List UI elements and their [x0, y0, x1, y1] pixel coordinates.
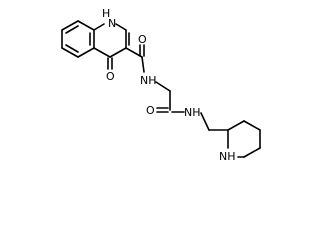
ketone-o-label: O: [106, 70, 115, 83]
structure-canvas: H N O O NH O NH NH: [61, 7, 261, 163]
bond: [115, 23, 127, 31]
amide1-nh-label: NH: [140, 74, 157, 87]
bond: [227, 120, 245, 131]
bond: [65, 44, 79, 53]
bond: [93, 23, 105, 31]
bond: [200, 112, 210, 131]
ring-nh-label: H: [102, 7, 110, 20]
bond: [61, 20, 79, 31]
bond: [243, 147, 261, 158]
piperidine-nh-label: NH: [219, 150, 236, 163]
bond: [93, 47, 111, 58]
bond: [77, 47, 95, 58]
ring-n-label: N: [108, 17, 116, 30]
molecule-diagram: H N O O NH O NH NH: [61, 7, 261, 163]
bond: [243, 120, 261, 131]
amide1-o-label: O: [138, 33, 147, 46]
amide2-o-label: O: [146, 104, 155, 117]
bond: [77, 20, 95, 31]
amide2-nh-label: NH: [184, 106, 201, 119]
bond: [155, 81, 171, 92]
bond: [141, 56, 145, 73]
bond: [109, 47, 127, 58]
bond: [65, 25, 79, 34]
bond: [61, 47, 79, 58]
